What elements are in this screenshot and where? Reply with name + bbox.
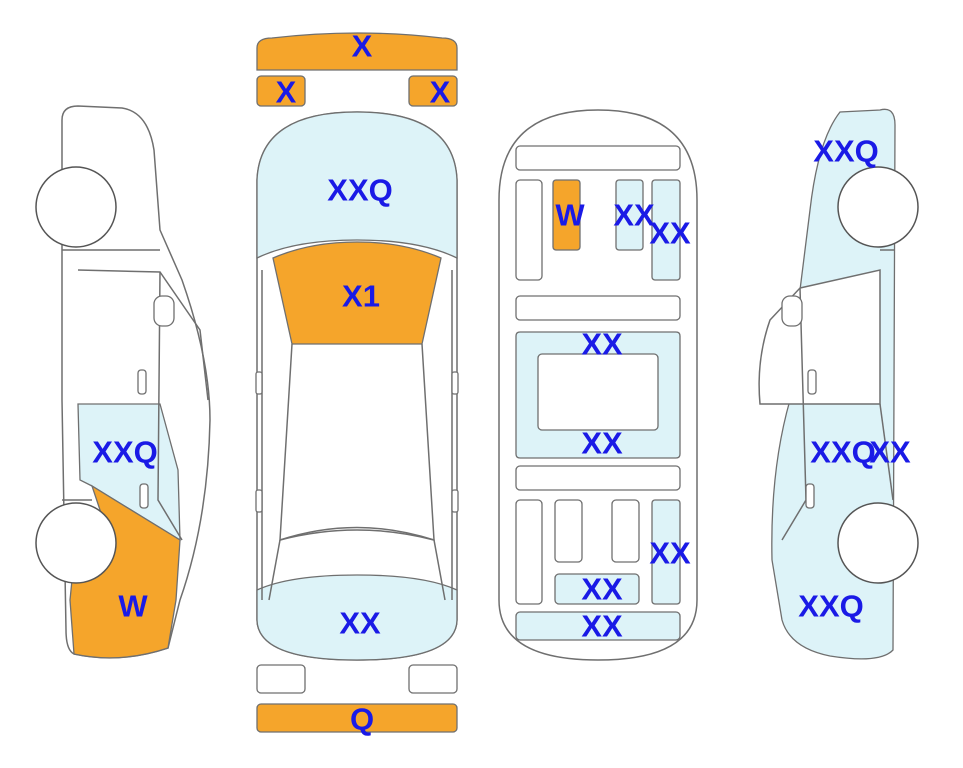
left-side-rear-wheel (35, 502, 117, 584)
top-left-rear-handle (255, 489, 263, 513)
front-bumper-label: X (352, 29, 373, 64)
right-side-door-edge (879, 403, 894, 501)
interior-rear-seat-damage[interactable] (554, 573, 640, 605)
interior-rear-door-panel-label: XX (649, 536, 691, 571)
interior-left-front-door (515, 179, 543, 281)
top-right-mirror (451, 371, 459, 395)
right-side-front-handle (807, 369, 817, 395)
interior-trunk-damage[interactable] (515, 611, 681, 641)
right-side-rear-wheel (837, 502, 919, 584)
interior-rear-seat-left (554, 499, 583, 563)
right-side-front-label: XXQ (813, 134, 878, 169)
top-left-mirror (255, 371, 263, 395)
interior-console-bar (515, 295, 681, 321)
left-side-front-handle (137, 369, 147, 395)
left-side-door-label: XXQ (92, 435, 157, 470)
rear-bumper-label: Q (350, 702, 374, 737)
interior-dash-label: W (555, 198, 585, 233)
front-left-light-damage[interactable] (256, 75, 306, 107)
roof-damage[interactable] (256, 574, 458, 661)
left-side-rear-handle (139, 483, 149, 509)
interior-dash-damage[interactable] (552, 179, 581, 251)
interior-rear-bar (515, 465, 681, 491)
rear-window-line-left (268, 539, 281, 601)
rear-bumper-damage[interactable] (256, 703, 458, 733)
left-side-view: XXQ W (35, 105, 211, 659)
front-left-light-label: X (276, 75, 297, 110)
hood-damage[interactable] (256, 111, 458, 260)
interior-rear-seat-right (611, 499, 640, 563)
left-side-door-line (157, 271, 183, 541)
interior-front-seat-label: XX (613, 198, 655, 233)
right-side-mirror (781, 295, 803, 327)
top-right-rear-handle (451, 489, 459, 513)
interior-front-seat-damage[interactable] (615, 179, 644, 251)
front-right-light-label: X (430, 75, 451, 110)
right-side-rear-handle (805, 483, 815, 509)
top-view: X X X XXQ X1 XX Q (255, 29, 459, 737)
interior-front-door-panel-damage[interactable] (651, 179, 681, 281)
interior-rear-door-panel-damage[interactable] (651, 499, 681, 605)
interior-left-rear-door (515, 499, 543, 605)
rear-left-light (256, 664, 306, 694)
right-side-door-edge-label: XX (869, 435, 911, 470)
interior-rear-seat-label: XX (581, 572, 623, 607)
interior-dash-panel (515, 145, 681, 171)
rear-right-light (408, 664, 458, 694)
left-side-window-line (77, 269, 209, 401)
hood-label: XXQ (327, 173, 392, 208)
interior-mid-bottom-label: XX (581, 426, 623, 461)
windshield-label: X1 (342, 279, 380, 314)
left-side-rear-label: W (118, 589, 148, 624)
rear-window-line (279, 526, 446, 601)
interior-view: W XX XX XX XX XX XX XX (498, 109, 698, 661)
right-side-rear-label: XXQ (798, 589, 863, 624)
windshield-damage[interactable] (272, 241, 442, 345)
interior-mid-top-label: XX (581, 327, 623, 362)
roof-label: XX (339, 606, 381, 641)
front-right-light-damage[interactable] (408, 75, 458, 107)
interior-front-door-panel-label: XX (649, 216, 691, 251)
left-side-mirror (153, 295, 175, 327)
interior-trunk-label: XX (581, 609, 623, 644)
right-side-view: XXQ XXQ XX XXQ (758, 108, 919, 660)
interior-mid-center (537, 353, 659, 431)
right-side-front-wheel (837, 166, 919, 248)
front-bumper-damage[interactable] (256, 32, 458, 71)
right-side-door-label: XXQ (810, 435, 875, 470)
left-side-front-wheel (35, 166, 117, 248)
right-side-window-region (758, 269, 881, 405)
